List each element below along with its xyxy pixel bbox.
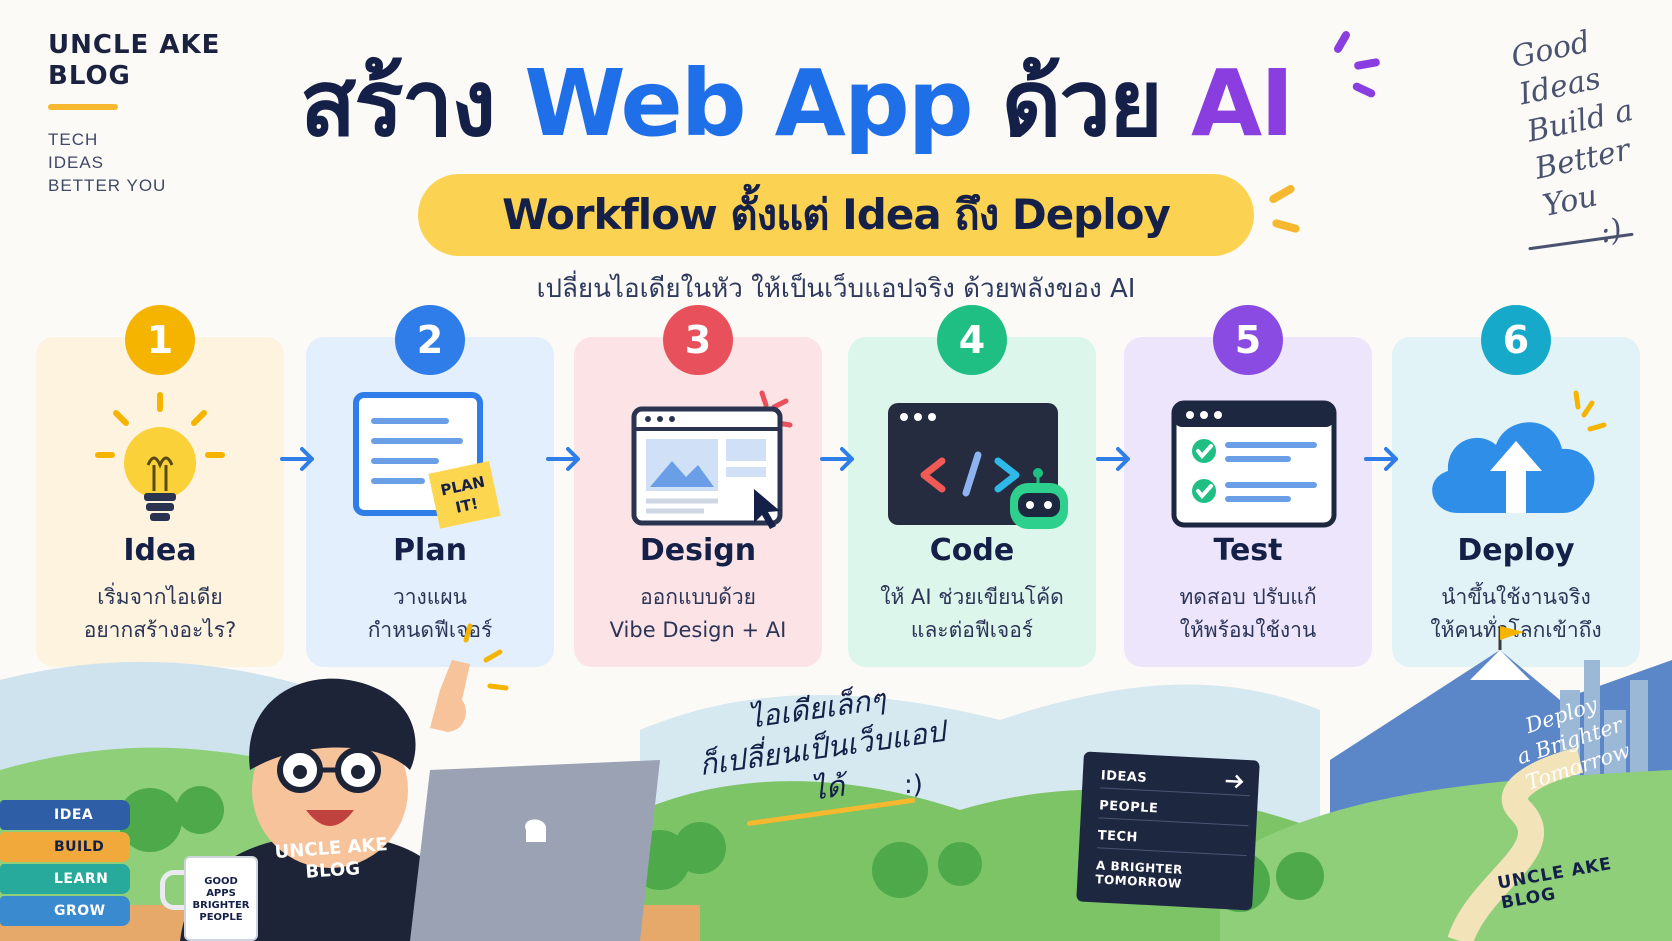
arrow-right-icon [820, 447, 854, 471]
book-stack: IDEA BUILD LEARN GROW [0, 800, 130, 928]
step-title: Design [639, 533, 757, 568]
step-description: นำขึ้นใช้งานจริง ให้คนทั่วโลกเข้าถึง [1430, 585, 1601, 642]
step-design: 3 Design ออกแบบด้วย Vibe Design + AI [574, 305, 822, 667]
sparkle-accent-icon [1353, 57, 1381, 71]
lightbulb-icon [95, 392, 225, 521]
step-number-badge: 2 [395, 305, 465, 375]
step-idea: 1 Idea เริ่มจากไอเดีย อยากสร้างอะไร? [36, 305, 284, 667]
brand-tag-better-you: BETTER YOU [48, 176, 167, 195]
plan-document-icon: PLAN IT! [353, 392, 501, 529]
arrow-right-icon [1096, 447, 1130, 471]
coffee-mug: GOOD APPS BRIGHTER PEOPLE [184, 856, 258, 941]
sparkle-accent-icon [1332, 29, 1352, 55]
title-part-with: ด้วย [1001, 50, 1163, 157]
step-title: Idea [123, 533, 197, 568]
step-title: Code [929, 533, 1015, 568]
sparkle-accent-icon [1267, 183, 1297, 205]
step-plan: 2 PLAN IT! Plan วางแผน กำหนดฟีเจอร์ [306, 305, 554, 667]
step-title: Test [1213, 533, 1283, 568]
arrow-right-icon [1364, 447, 1398, 471]
checklist-window-icon [1171, 400, 1337, 528]
step-test: 5 Test ทดสอบ ปรับแก้ ให้พร้อมใช้งาน [1124, 305, 1372, 667]
book-learn: LEARN [0, 864, 130, 894]
tagline: เปลี่ยนไอเดียในหัว ให้เป็นเว็บแอปจริง ด้… [536, 274, 1136, 304]
brand-block: UNCLE AKE BLOG TECH IDEAS BETTER YOU [48, 30, 220, 197]
title-part-create: สร้าง [300, 50, 496, 157]
sign-people: PEOPLE [1098, 798, 1250, 827]
step-number-badge: 4 [937, 305, 1007, 375]
sparkle-accent-icon [1271, 218, 1301, 234]
title-part-web-app: Web App [524, 50, 973, 157]
sparkle-accent-icon [1351, 81, 1377, 99]
book-build: BUILD [0, 832, 130, 862]
brand-tag-ideas: IDEAS [48, 153, 105, 172]
step-description: วางแผน กำหนดฟีเจอร์ [367, 585, 493, 642]
step-number-badge: 3 [663, 305, 733, 375]
brand-name-line2: BLOG [48, 61, 131, 91]
step-description: เริ่มจากไอเดีย อยากสร้างอะไร? [83, 585, 237, 642]
cloud-upload-icon [1432, 390, 1607, 513]
sticky-note-line2: IT! [454, 494, 480, 516]
title-part-ai: AI [1190, 50, 1294, 157]
brand-tag-tech: TECH [48, 130, 99, 149]
step-description: ให้ AI ช่วยเขียนโค้ด และต่อฟีเจอร์ [880, 585, 1064, 642]
robot-helper-icon [1010, 468, 1068, 529]
step-description: ทดสอบ ปรับแก้ ให้พร้อมใช้งาน [1179, 585, 1317, 642]
step-title: Plan [393, 533, 467, 568]
brand-underline [48, 104, 118, 110]
step-number-badge: 5 [1213, 305, 1283, 375]
step-number-badge: 1 [125, 305, 195, 375]
subtitle-pill: Workflow ตั้งแต่ Idea ถึง Deploy [418, 174, 1254, 256]
step-number-badge: 6 [1481, 305, 1551, 375]
code-editor-icon [888, 403, 1068, 529]
step-description: ออกแบบด้วย Vibe Design + AI [609, 585, 787, 642]
step-title: Deploy [1457, 533, 1575, 568]
brand-name-line1: UNCLE AKE [48, 30, 221, 60]
arrow-right-icon [546, 447, 580, 471]
page-title: สร้าง Web App ด้วย AI [300, 50, 1320, 158]
mug-handle [160, 870, 188, 910]
design-window-icon [631, 390, 793, 529]
sign-brighter-tomorrow: A BRIGHTER TOMORROW [1095, 858, 1184, 891]
hoodie-print: UNCLE AKE BLOG [274, 834, 389, 883]
arrow-right-icon [280, 447, 314, 471]
signpost: IDEAS PEOPLE TECH A BRIGHTER TOMORROW [1076, 751, 1260, 911]
book-grow: GROW [0, 896, 130, 926]
smiley-text: :) [904, 770, 923, 800]
corner-handwritten-note: Good Ideas Build a Better You :) [1508, 7, 1672, 263]
step-code: 4 Code ให้ AI ช่วยเขียนโค้ด และต่อฟีเจอร… [848, 305, 1096, 667]
sign-tech: TECH [1096, 828, 1248, 857]
book-idea: IDEA [0, 800, 130, 830]
step-deploy: 6 Deploy นำขึ้นใช้งานจริง ให้คนทั่วโลกเข… [1392, 305, 1640, 667]
landscape-illustration [0, 623, 1672, 941]
arrow-right-icon [1225, 774, 1244, 789]
